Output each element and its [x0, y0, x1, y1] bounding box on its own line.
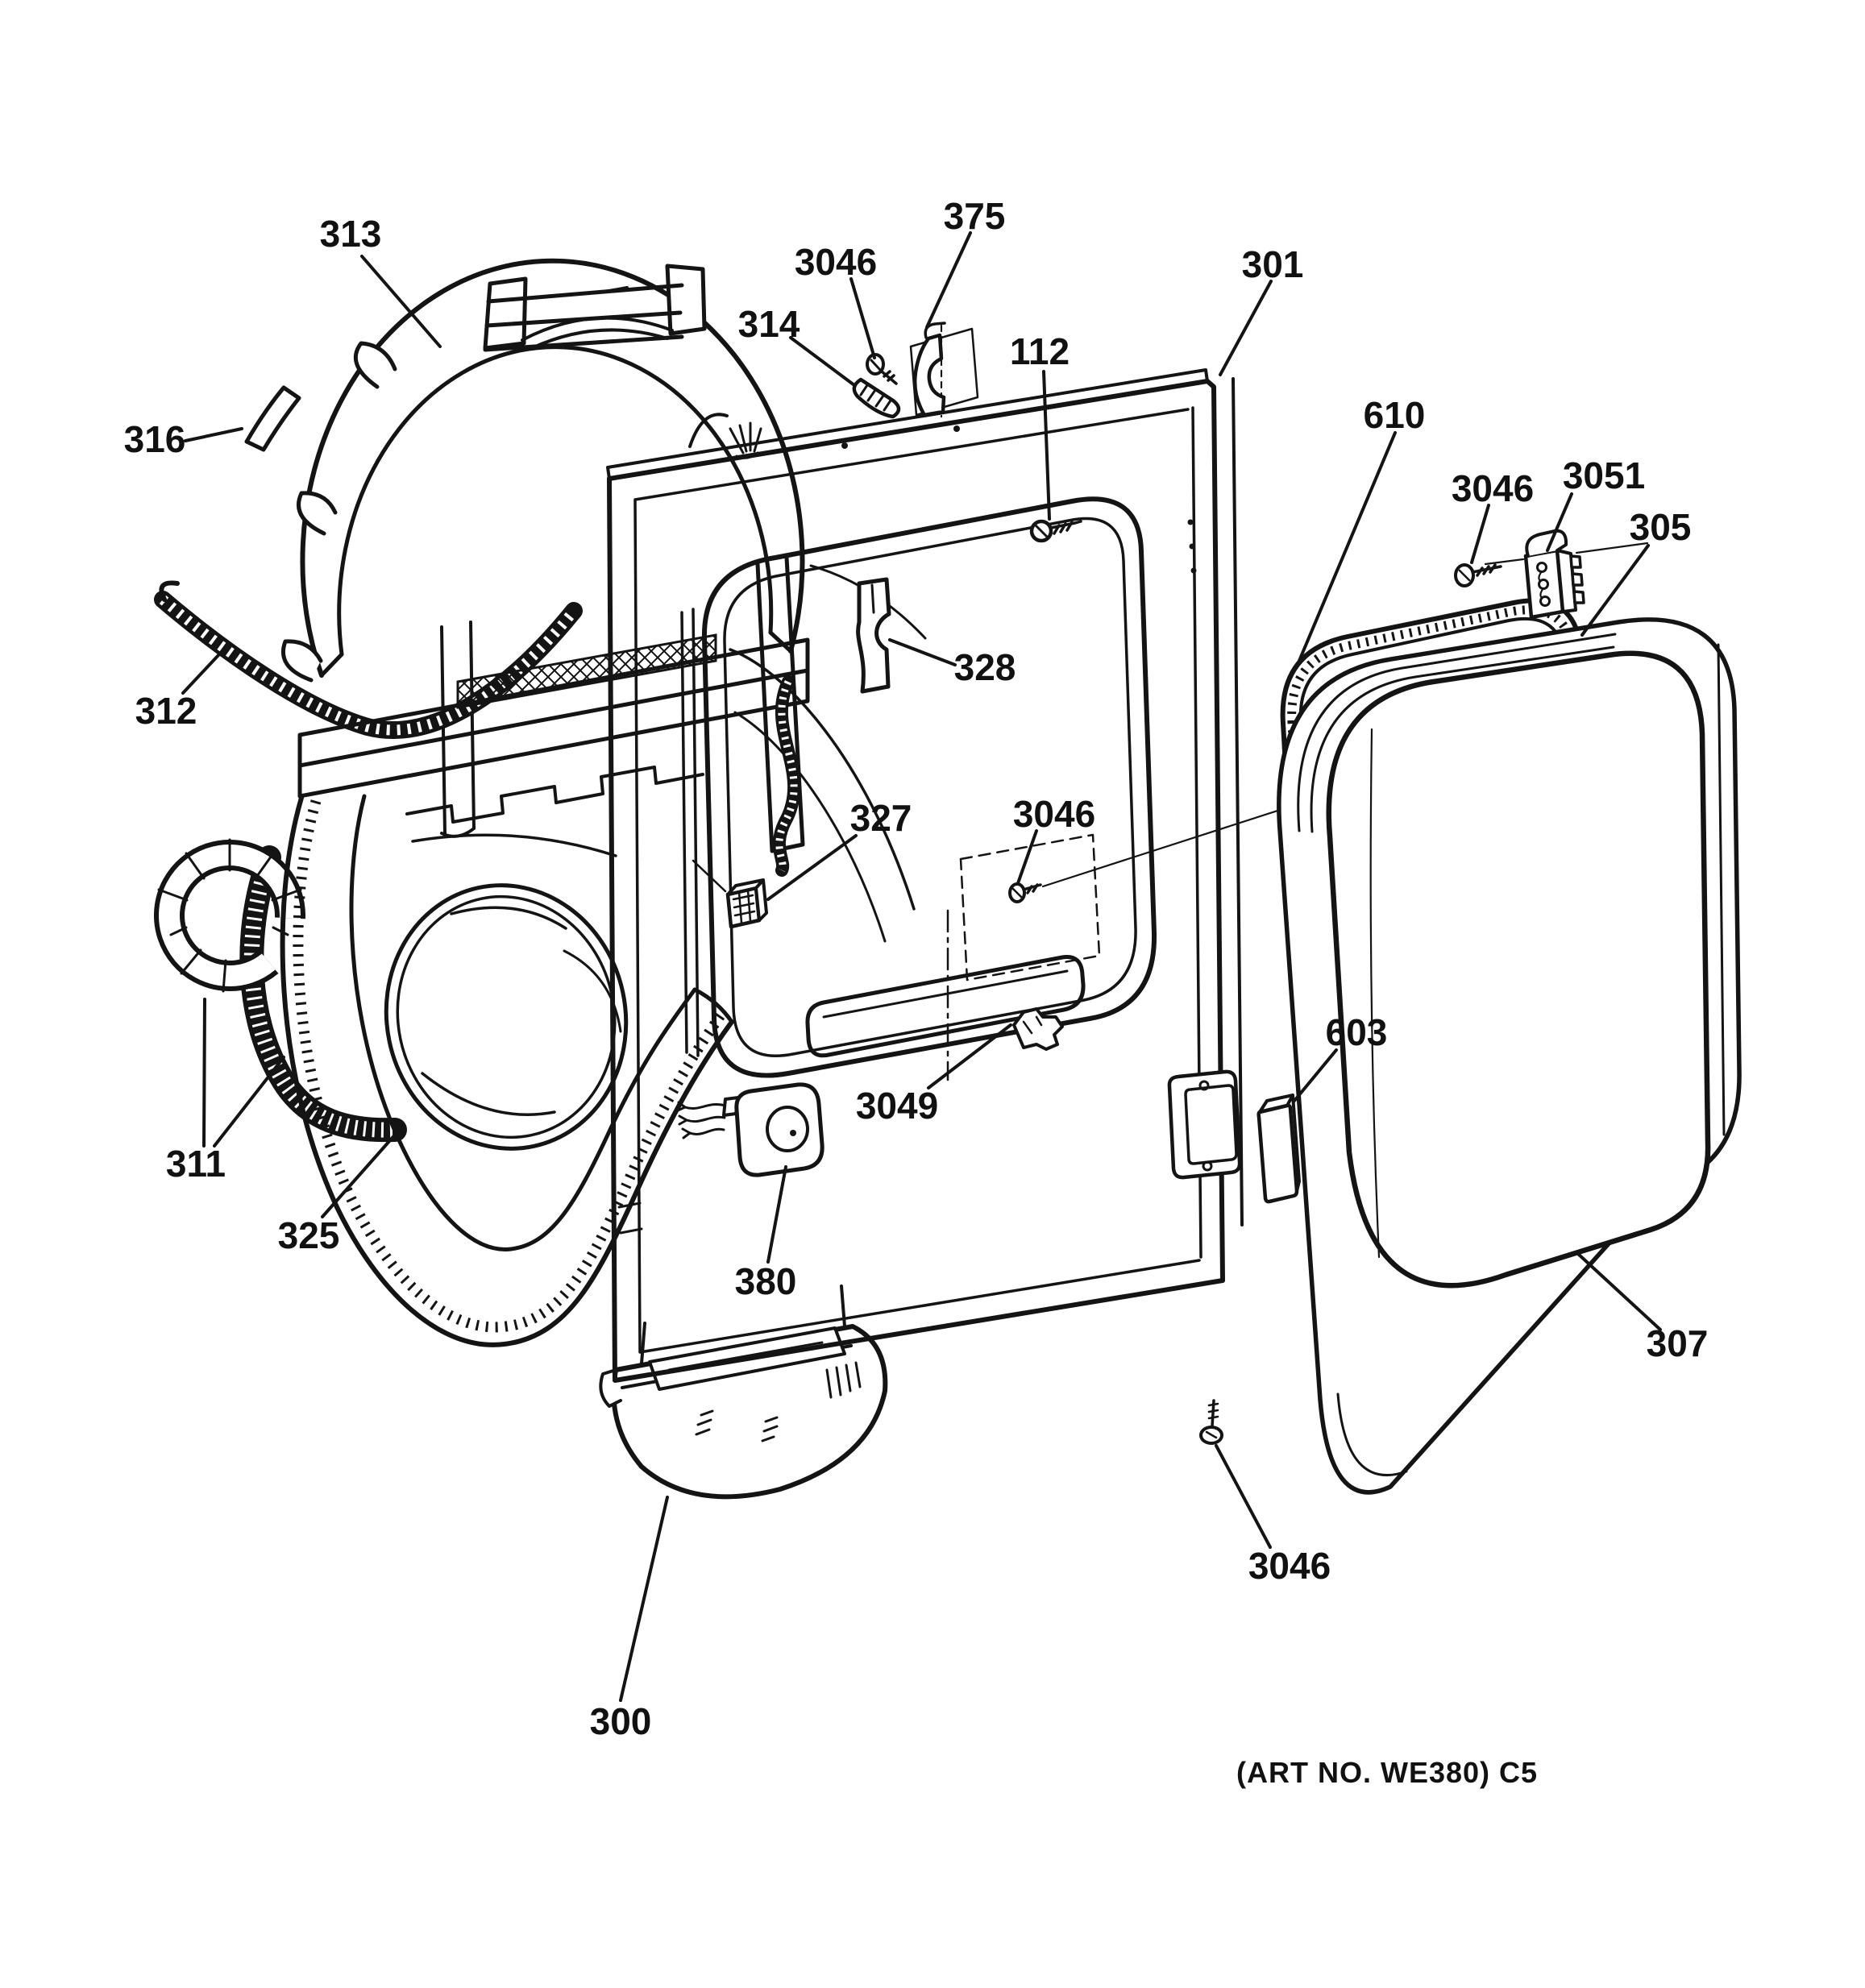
leader-line-3046-screw-bottom: [1215, 1444, 1272, 1549]
callout-610-door-seal: 610: [1364, 394, 1426, 436]
door-catch-bracket-part: [909, 322, 979, 418]
callout-375-door-catch-bracket: 375: [944, 195, 1006, 237]
panel-corner-clip-detail: [729, 421, 762, 459]
leader-line-112-screw: [1042, 370, 1051, 521]
callout-305-inner-door-panel: 305: [1630, 506, 1692, 548]
callout-3046-screw-middle: 3046: [1013, 793, 1095, 835]
door-hinge-part: [1484, 529, 1649, 620]
front-support-ring-part: [280, 258, 805, 853]
callout-325-front-bulkhead-duct: 325: [278, 1214, 340, 1256]
screw-right-part: [1454, 563, 1502, 587]
leader-line-327-panel-clip: [766, 834, 858, 901]
callout-314-support-pin: 314: [738, 303, 800, 345]
leader-line-311-felt-seal-rings: [202, 998, 206, 1148]
leader-line-3046-screw-right: [1470, 504, 1490, 564]
front-bulkhead-duct-part: [280, 633, 810, 1347]
door-switch-part: [676, 1082, 825, 1177]
leader-line-316-pad-strip: [184, 427, 243, 442]
art-number-text: (ART NO. WE380) C5: [1236, 1756, 1538, 1789]
front-panel-part: [606, 368, 1244, 1383]
leader-line-305-inner-door-panel: [1580, 544, 1650, 637]
callout-603-door-handle: 603: [1326, 1011, 1388, 1053]
leader-line-312-felt-seal-strip: [181, 653, 221, 695]
leader-line-375-door-catch-bracket: [925, 231, 972, 329]
leader-line-3046-screw-top: [849, 277, 876, 359]
support-pin-part: [852, 377, 901, 419]
felt-seal-strip-part: [154, 580, 583, 739]
callout-300-lint-trap-duct: 300: [590, 1700, 652, 1742]
callout-3049-retainer-clip: 3049: [856, 1085, 938, 1127]
leader-line-603-door-handle: [1293, 1048, 1338, 1102]
leader-line-380-door-switch: [766, 1165, 787, 1264]
leader-line-313-front-support-ring: [360, 255, 442, 348]
felt-ring-part: [154, 838, 305, 993]
callout-layer: 313 316 312 311 325 300 314 3046 375 112 301 328 327…: [124, 195, 1709, 1742]
callout-316-pad-strip: 316: [124, 418, 186, 460]
leader-line-328-support-bracket: [888, 638, 957, 666]
leader-line-301-front-panel: [1219, 280, 1273, 376]
leader-line-3046-screw-middle: [1016, 829, 1038, 885]
leader-line-307-outer-door-panel: [1576, 1252, 1662, 1331]
leader-line-300-lint-trap-duct: [619, 1496, 669, 1702]
panel-screw-part: [1029, 519, 1082, 543]
screw-bottom-part: [1199, 1399, 1223, 1445]
door-handle-part: [1256, 1094, 1301, 1204]
callout-327-panel-clip: 327: [850, 797, 912, 839]
leader-line-314-support-pin: [789, 336, 856, 387]
leader-line-610-door-seal: [1298, 431, 1397, 662]
callout-3046-screw-right: 3046: [1452, 467, 1534, 509]
callout-307-outer-door-panel: 307: [1647, 1322, 1709, 1364]
retainer-clip-part: [1012, 1007, 1064, 1051]
support-bracket-part: [856, 577, 891, 694]
callout-312-felt-seal-strip: 312: [135, 690, 197, 732]
callout-112-screw: 112: [1010, 330, 1070, 372]
callout-301-front-panel: 301: [1242, 243, 1304, 285]
screw-top-part: [866, 353, 898, 385]
callout-313-front-support-ring: 313: [320, 213, 382, 255]
callout-3046-screw-top: 3046: [795, 241, 877, 283]
leader-line-3049-retainer-clip: [927, 1023, 1012, 1089]
callout-3051-door-hinge: 3051: [1563, 454, 1645, 496]
door-latch-plate-part: [1167, 1069, 1242, 1180]
leader-line-311-felt-seal-rings: [213, 1056, 285, 1148]
callout-380-door-switch: 380: [735, 1260, 797, 1302]
callout-311-felt-seal-rings: 311: [166, 1143, 226, 1185]
panel-clip-part: [692, 859, 768, 929]
callout-328-support-bracket: 328: [954, 646, 1016, 688]
leader-line-3051-door-hinge: [1546, 492, 1573, 552]
leader-line-325-front-bulkhead-duct: [321, 1131, 398, 1218]
outer-door-panel-part: [1326, 650, 1711, 1289]
callout-3046-screw-bottom: 3046: [1248, 1545, 1331, 1587]
pad-strip-part: [244, 385, 301, 452]
